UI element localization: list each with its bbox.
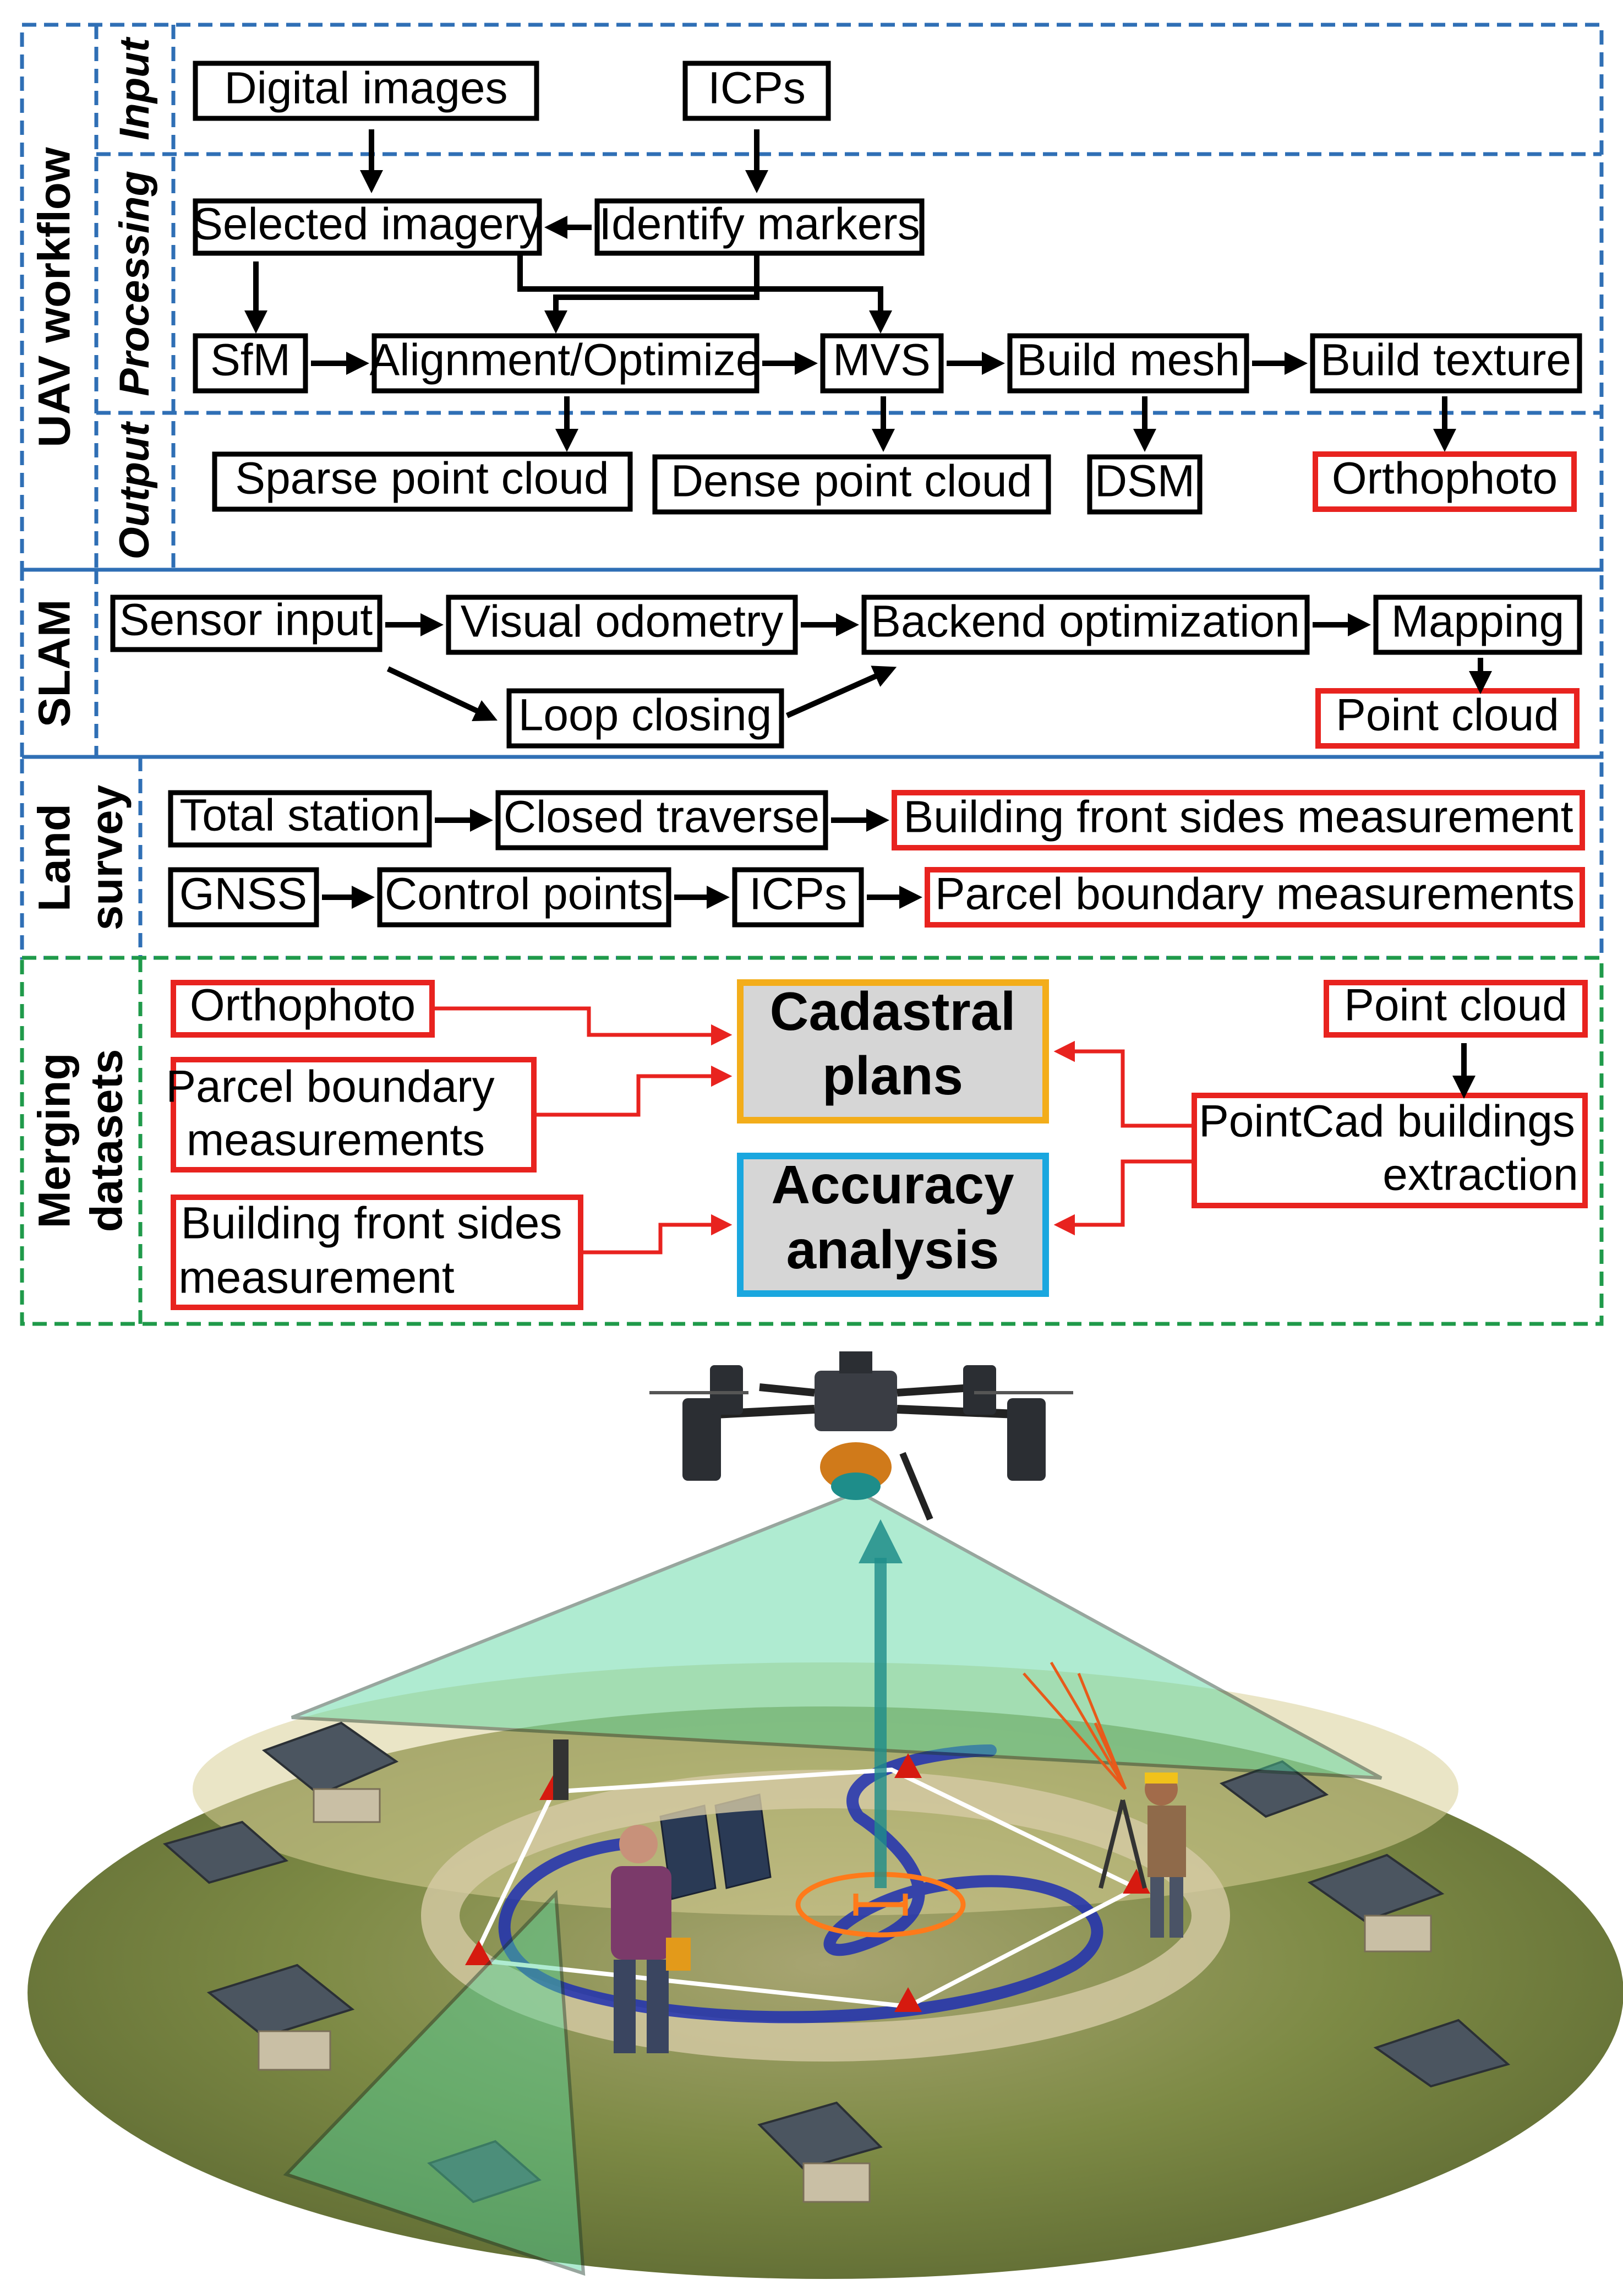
merge-parcel-line1: Parcel boundary	[166, 1062, 494, 1112]
dsm-box: DSM	[1095, 456, 1195, 506]
orthophoto-output-box: Orthophoto	[1332, 454, 1558, 504]
sensor-input-box: Sensor input	[119, 595, 373, 645]
merging-outputs: Cadastral plans Accuracy analysis	[737, 979, 1049, 1297]
merging-label: Merging	[30, 1053, 80, 1229]
surveyor-figure	[1023, 1661, 1186, 1938]
slam-frame	[20, 568, 1604, 759]
processing-label: Processing	[111, 171, 158, 396]
merging-frame	[20, 956, 1604, 1326]
pointcad-line2: extraction	[1382, 1150, 1578, 1200]
scanner-footprint	[283, 1890, 586, 2276]
datasets-label: datasets	[82, 1049, 132, 1232]
slam-point-cloud-box: Point cloud	[1336, 690, 1559, 740]
sparse-point-cloud-box: Sparse point cloud	[235, 454, 609, 504]
accuracy-analysis-line2: analysis	[786, 1219, 999, 1280]
total-station-box: Total station	[179, 790, 420, 841]
alignment-box: Alignment/Optimize	[370, 335, 761, 385]
parcel-boundary-box: Parcel boundary measurements	[935, 869, 1575, 919]
cadastral-plans-line2: plans	[822, 1045, 963, 1106]
uav-processing: Selected imagery Identify markers SfM Al…	[193, 198, 1582, 394]
control-points-box: Control points	[385, 869, 663, 919]
dense-point-cloud-box: Dense point cloud	[671, 456, 1032, 506]
uav-output-row: Sparse point cloud Dense point cloud DSM…	[212, 451, 1577, 515]
section-frames	[20, 23, 1604, 1326]
solar-panels	[659, 1793, 772, 1900]
building-front-sides-box: Building front sides measurement	[904, 792, 1573, 842]
visual-odometry-box: Visual odometry	[461, 597, 783, 647]
field-illustration	[28, 1351, 1623, 2279]
scanner-person-figure	[553, 1739, 691, 2053]
merge-parcel-line2: measurements	[187, 1115, 485, 1165]
build-texture-box: Build texture	[1320, 335, 1571, 385]
output-label: Output	[111, 421, 158, 560]
build-mesh-box: Build mesh	[1017, 335, 1240, 385]
houses	[162, 1721, 1511, 2204]
cadastral-plans-line1: Cadastral	[770, 981, 1016, 1041]
slam-label: SLAM	[30, 599, 80, 727]
sfm-box: SfM	[210, 335, 291, 385]
selected-imagery-box: Selected imagery	[193, 199, 542, 249]
land-survey-frame	[20, 755, 1604, 960]
merging-pointcad: Point cloud PointCad buildings extractio…	[1192, 980, 1588, 1208]
land-label: Land	[30, 804, 80, 912]
land-survey-rows: Total station Closed traverse Building f…	[168, 790, 1585, 928]
drone-figure	[649, 1351, 1073, 1521]
gnss-box: GNSS	[179, 869, 307, 919]
uav-footprint	[291, 1490, 1382, 1780]
slam-row: Sensor input Visual odometry Backend opt…	[110, 595, 1582, 749]
icps-survey-box: ICPs	[749, 869, 847, 919]
merge-orthophoto-box: Orthophoto	[190, 980, 416, 1030]
mapping-box: Mapping	[1391, 597, 1565, 647]
loop-closing-box: Loop closing	[518, 690, 772, 740]
mvs-box: MVS	[833, 335, 931, 385]
backend-optimization-box: Backend optimization	[871, 597, 1299, 647]
merging-inputs: Orthophoto Parcel boundary measurements …	[166, 980, 583, 1310]
digital-images-box: Digital images	[225, 63, 508, 113]
identify-markers-box: Identify markers	[599, 199, 920, 249]
icps-input-box: ICPs	[708, 63, 806, 113]
accuracy-analysis-line1: Accuracy	[771, 1154, 1014, 1215]
merge-building-line1: Building front sides	[181, 1198, 562, 1248]
input-label: Input	[111, 36, 158, 140]
uav-workflow-frame	[20, 23, 1604, 572]
uav-input-row: Digital images ICPs	[193, 61, 831, 121]
merge-building-line2: measurement	[178, 1253, 455, 1303]
pointcad-line1: PointCad buildings	[1199, 1097, 1575, 1147]
survey-label: survey	[82, 784, 132, 930]
uav-workflow-label: UAV workflow	[30, 147, 80, 447]
closed-traverse-box: Closed traverse	[504, 792, 819, 842]
merge-point-cloud-box: Point cloud	[1344, 980, 1567, 1030]
